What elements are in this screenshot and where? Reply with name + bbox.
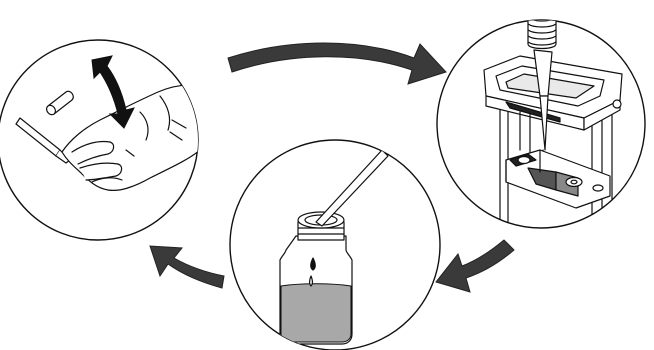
bottle-liquid [281, 284, 351, 342]
step-2-holder-circle [437, 11, 645, 240]
flow-arrow-1-to-2 [228, 43, 446, 84]
flow-arrow-3-to-1 [150, 246, 224, 288]
step-3-bottle-circle [230, 101, 440, 350]
flow-arrow-2-to-3 [436, 240, 514, 292]
step-1-hand-circle [0, 40, 200, 240]
